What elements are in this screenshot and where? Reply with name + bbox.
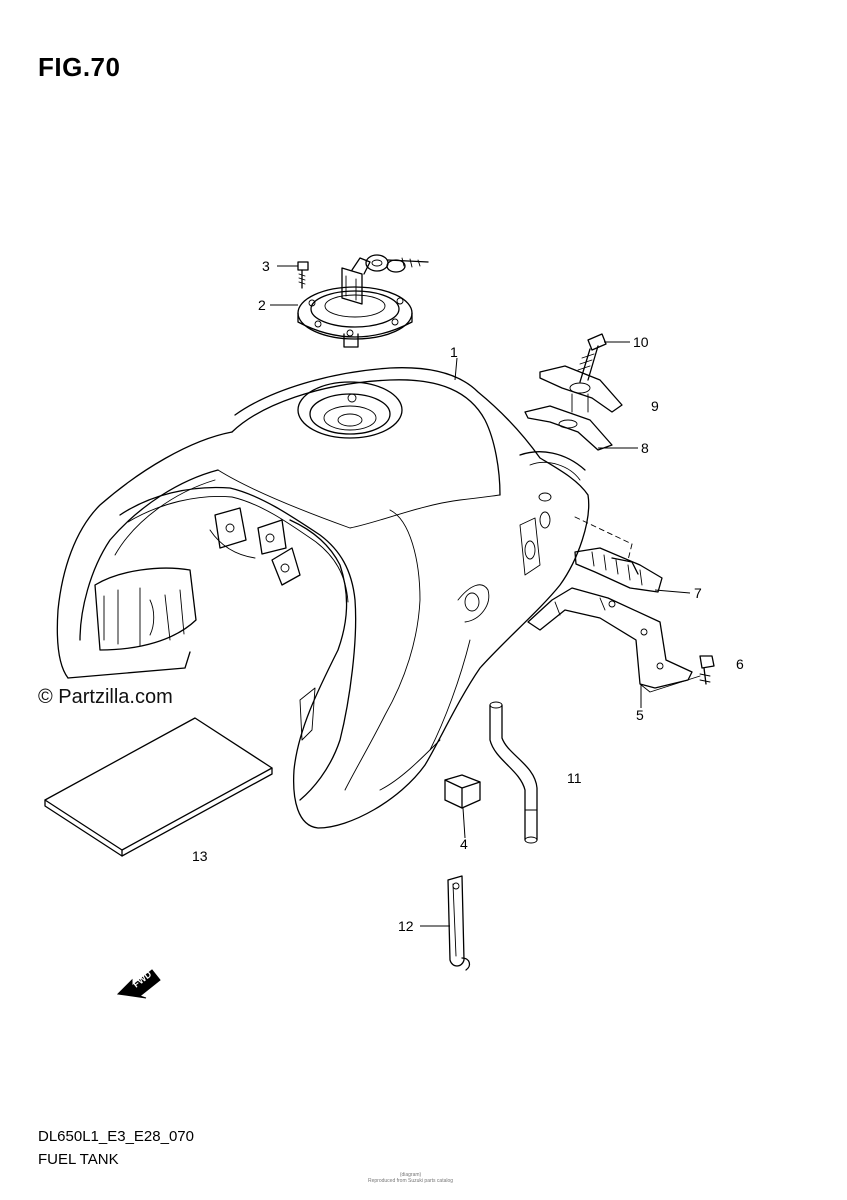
callout-12[interactable]: 12 xyxy=(398,918,414,934)
callout-5[interactable]: 5 xyxy=(636,707,644,723)
callout-3[interactable]: 3 xyxy=(262,258,270,274)
callout-2[interactable]: 2 xyxy=(258,297,266,313)
footer-line-1: (diagram) xyxy=(399,1172,422,1178)
callout-8[interactable]: 8 xyxy=(641,440,649,456)
model-code: DL650L1_E3_E28_070 xyxy=(38,1128,194,1145)
footer-line-2: Reproduced from Suzuki parts catalog xyxy=(368,1178,454,1184)
callout-10[interactable]: 10 xyxy=(633,334,649,350)
part-cushion[interactable] xyxy=(444,774,481,809)
guide-lines xyxy=(574,516,633,561)
part-rear-cushion[interactable] xyxy=(574,547,663,593)
part-label-sheet[interactable] xyxy=(44,717,273,857)
part-hose-clamp[interactable] xyxy=(447,875,471,971)
part-fuel-tank[interactable] xyxy=(56,367,590,829)
callout-labels: 3 2 1 10 9 8 7 6 5 11 4 13 12 xyxy=(192,258,744,934)
part-mount-bolt[interactable] xyxy=(577,333,607,383)
callout-7[interactable]: 7 xyxy=(694,585,702,601)
part-bolt[interactable] xyxy=(699,655,715,685)
partzilla-watermark: © Partzilla.com xyxy=(38,686,173,708)
part-rear-bracket[interactable] xyxy=(527,587,701,693)
callout-11[interactable]: 11 xyxy=(567,770,582,786)
callout-13[interactable]: 13 xyxy=(192,848,208,864)
part-breather-hose[interactable] xyxy=(489,701,538,844)
callout-9[interactable]: 9 xyxy=(651,398,659,414)
fwd-arrow-icon: FWD xyxy=(116,969,161,999)
part-cap-screw[interactable] xyxy=(297,261,309,289)
callout-6[interactable]: 6 xyxy=(736,656,744,672)
figure-title: FIG.70 xyxy=(38,52,121,82)
callout-1[interactable]: 1 xyxy=(450,344,458,360)
part-rear-mount-plate[interactable] xyxy=(539,365,623,413)
figure-caption: FUEL TANK xyxy=(38,1151,119,1168)
callout-4[interactable]: 4 xyxy=(460,836,468,852)
leader-lines xyxy=(270,265,691,927)
footer-fine-print: (diagram) Reproduced from Suzuki parts c… xyxy=(368,1172,453,1184)
part-gasket[interactable] xyxy=(524,405,613,451)
part-fuel-cap-assembly[interactable] xyxy=(297,254,429,348)
